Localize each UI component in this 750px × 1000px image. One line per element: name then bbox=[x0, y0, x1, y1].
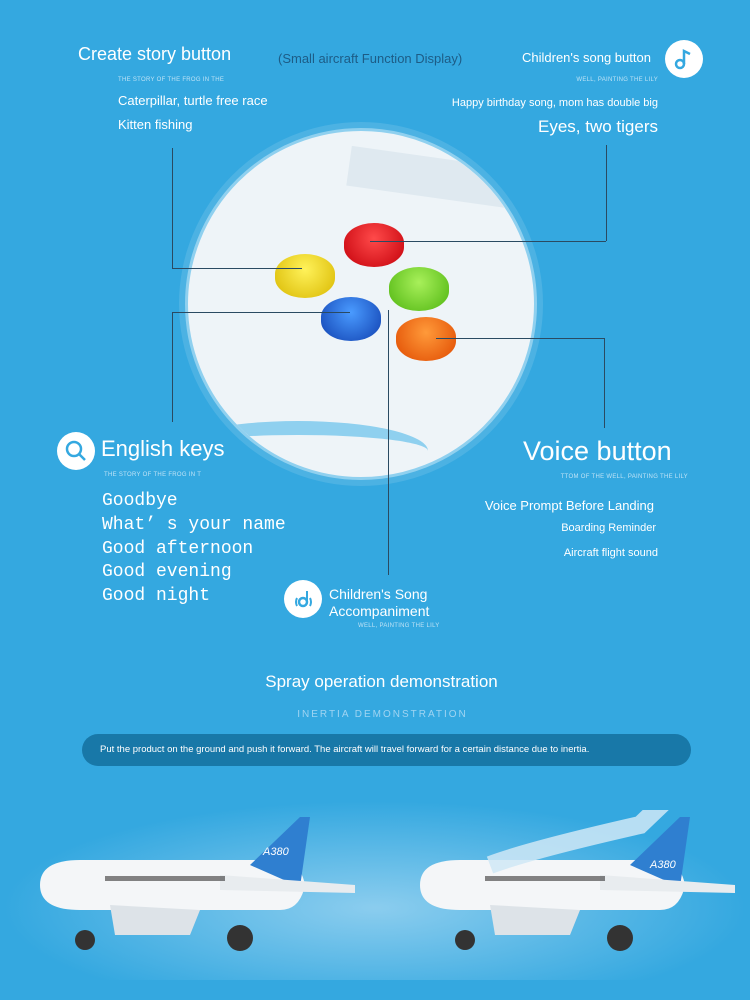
blue-button bbox=[321, 297, 381, 341]
accompaniment-line1: Children's Song bbox=[329, 586, 428, 602]
english-phrase: What’ s your name bbox=[102, 515, 286, 535]
create-story-title: Create story button bbox=[78, 44, 232, 64]
music-note-icon bbox=[665, 40, 703, 78]
song-tiny: WELL, PAINTING THE LILY bbox=[576, 77, 658, 83]
english-phrase: Good night bbox=[102, 586, 211, 606]
headphone-sound-icon bbox=[284, 580, 322, 618]
page-subtitle: (Small aircraft Function Display) bbox=[278, 51, 463, 66]
demo-description: Put the product on the ground and push i… bbox=[82, 734, 691, 766]
voice-item: Aircraft flight sound bbox=[563, 547, 658, 559]
red-button bbox=[344, 223, 404, 267]
orange-button bbox=[396, 317, 456, 361]
english-phrase: Good evening bbox=[102, 562, 232, 582]
english-keys-title: English keys bbox=[101, 436, 225, 461]
story-tiny: THE STORY OF THE FROG IN THE bbox=[118, 77, 225, 83]
english-tiny: THE STORY OF THE FROG IN T bbox=[104, 472, 202, 478]
voice-item: Boarding Reminder bbox=[561, 522, 656, 534]
song-item: Eyes, two tigers bbox=[538, 117, 658, 136]
voice-tiny: TTOM OF THE WELL, PAINTING THE LILY bbox=[560, 474, 688, 480]
english-phrase: Good afternoon bbox=[102, 539, 254, 559]
story-item: Kitten fishing bbox=[118, 117, 193, 132]
story-item: Caterpillar, turtle free race bbox=[118, 93, 268, 108]
accompaniment-tiny: WELL, PAINTING THE LILY bbox=[358, 623, 440, 629]
airplane-right: A380 bbox=[420, 810, 735, 951]
search-icon bbox=[57, 432, 95, 470]
green-button bbox=[389, 267, 449, 311]
a380-label: A380 bbox=[262, 846, 290, 858]
song-item: Happy birthday song, mom has double big bbox=[451, 97, 658, 109]
voice-button-title: Voice button bbox=[523, 436, 672, 466]
demo-title: Spray operation demonstration bbox=[265, 672, 498, 691]
demo-subtitle: INERTIA DEMONSTRATION bbox=[297, 709, 468, 720]
childrens-song-title: Children's song button bbox=[522, 50, 651, 65]
airplane-left: A380 bbox=[40, 817, 355, 951]
english-phrase: Goodbye bbox=[102, 491, 178, 511]
product-closeup bbox=[185, 128, 537, 480]
accompaniment-line2: Accompaniment bbox=[329, 603, 430, 619]
a380-label: A380 bbox=[649, 859, 677, 871]
yellow-button bbox=[275, 254, 335, 298]
voice-item: Voice Prompt Before Landing bbox=[484, 498, 654, 513]
